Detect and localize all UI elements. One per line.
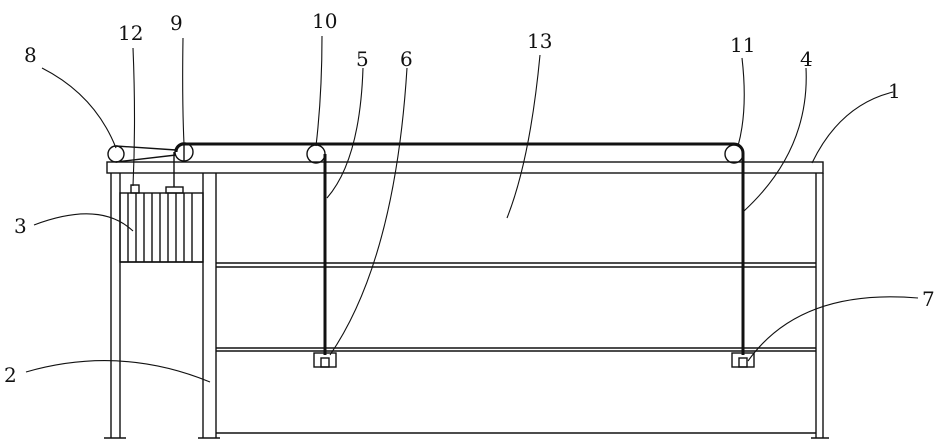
drive-belt xyxy=(115,145,177,163)
label-8: 8 xyxy=(24,43,37,67)
label-5: 5 xyxy=(356,47,369,71)
label-13: 13 xyxy=(527,29,552,53)
label-9: 9 xyxy=(170,11,183,35)
motor-mount-block xyxy=(130,184,140,194)
motor-coupling xyxy=(165,186,184,194)
label-2: 2 xyxy=(4,363,17,387)
pulley-8 xyxy=(107,145,125,163)
label-4: 4 xyxy=(800,47,813,71)
pulley-10 xyxy=(306,144,326,164)
label-3: 3 xyxy=(14,214,27,238)
lifting-cable xyxy=(174,142,745,355)
top-beam xyxy=(106,161,824,174)
hook-block-7 xyxy=(731,352,755,368)
leader-lines xyxy=(25,35,919,383)
label-6: 6 xyxy=(400,47,413,71)
hook-block-6 xyxy=(313,352,337,368)
label-12: 12 xyxy=(118,21,143,45)
label-1: 1 xyxy=(888,79,901,103)
label-11: 11 xyxy=(730,33,755,57)
reference-numerals: 1 2 3 4 5 6 7 8 9 10 11 12 13 xyxy=(4,9,935,387)
motor-housing xyxy=(119,152,204,263)
motor-fins xyxy=(127,193,193,262)
label-7: 7 xyxy=(922,287,935,311)
right-support-leg xyxy=(811,173,829,439)
label-10: 10 xyxy=(312,9,337,33)
tank-body xyxy=(216,262,816,434)
